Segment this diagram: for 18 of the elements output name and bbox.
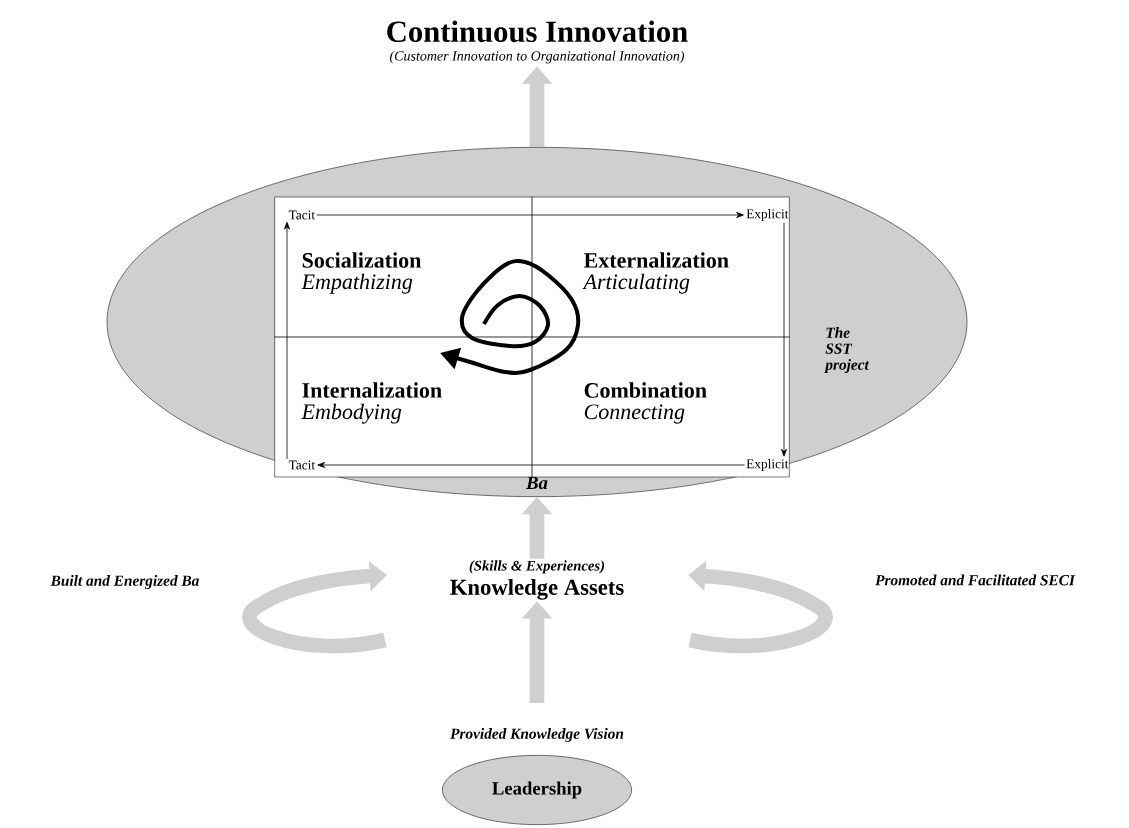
side-label: Promoted and Facilitated SECI	[875, 574, 1076, 586]
heading: Continuous Innovation (Customer Innovation to Organizational Innovation)	[387, 20, 688, 64]
quadrant-label: Socialization Empathizing	[301, 252, 422, 294]
axis-label: Explicit	[746, 208, 789, 222]
arrow	[781, 222, 787, 457]
axis-label: Explicit	[746, 458, 789, 472]
side-label: Built and Energized Ba	[50, 575, 199, 589]
axis-label: Tacit	[288, 460, 315, 470]
arrow	[284, 221, 290, 460]
quadrant-label: Internalization Embodying	[301, 382, 442, 424]
quadrant-label: Combination Connecting	[584, 382, 707, 424]
edge-label: Provided Knowledge Vision	[448, 726, 626, 744]
quadrant-label: Externalization Articulating	[582, 252, 729, 294]
heading: (Skills & Experiences) Knowledge Assets	[450, 560, 624, 600]
arrow	[317, 462, 745, 468]
matrix-box	[274, 196, 790, 478]
arrow	[316, 212, 744, 218]
axis-label: Tacit	[288, 210, 315, 220]
